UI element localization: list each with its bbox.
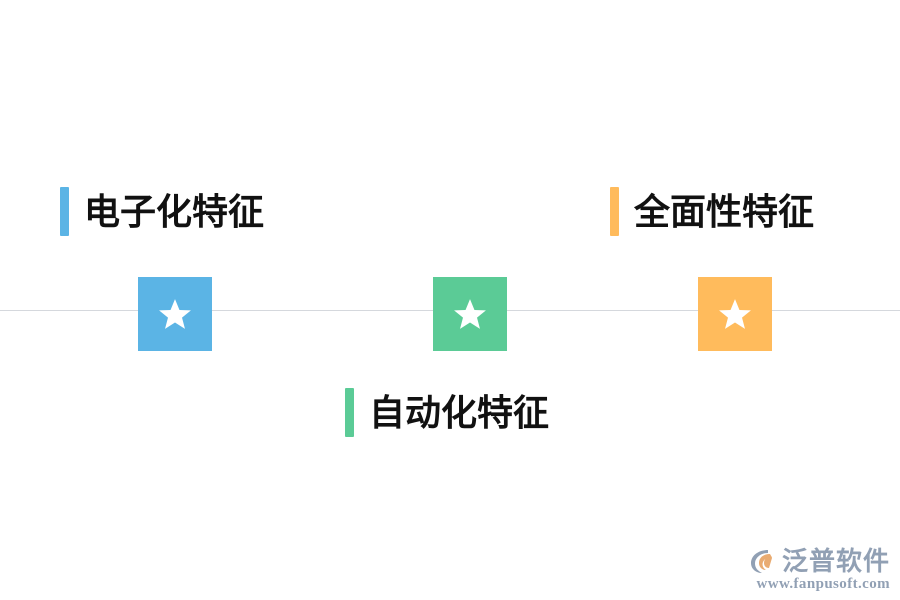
watermark-brand-row: 泛普软件 [748, 547, 890, 575]
milestone-label-2: 自动化特征 [369, 391, 550, 433]
milestone-marker-3[interactable] [698, 277, 772, 351]
accent-bar-orange [610, 187, 619, 236]
star-icon [718, 297, 752, 331]
milestone-label-group-2: 自动化特征 [345, 388, 549, 437]
accent-bar-green [345, 388, 354, 437]
star-icon [453, 297, 487, 331]
milestone-label-group-1: 电子化特征 [60, 187, 264, 236]
milestone-label-1: 电子化特征 [84, 190, 265, 232]
star-icon [158, 297, 192, 331]
accent-bar-blue [60, 187, 69, 236]
milestone-marker-1[interactable] [138, 277, 212, 351]
milestone-marker-2[interactable] [433, 277, 507, 351]
watermark: 泛普软件 www.fanpusoft.com [748, 547, 890, 592]
watermark-url-text: www.fanpusoft.com [756, 576, 890, 592]
milestone-label-group-3: 全面性特征 [610, 187, 814, 236]
watermark-brand-text: 泛普软件 [781, 546, 890, 576]
milestone-label-3: 全面性特征 [634, 190, 815, 232]
fanpu-logo-icon [748, 547, 778, 575]
